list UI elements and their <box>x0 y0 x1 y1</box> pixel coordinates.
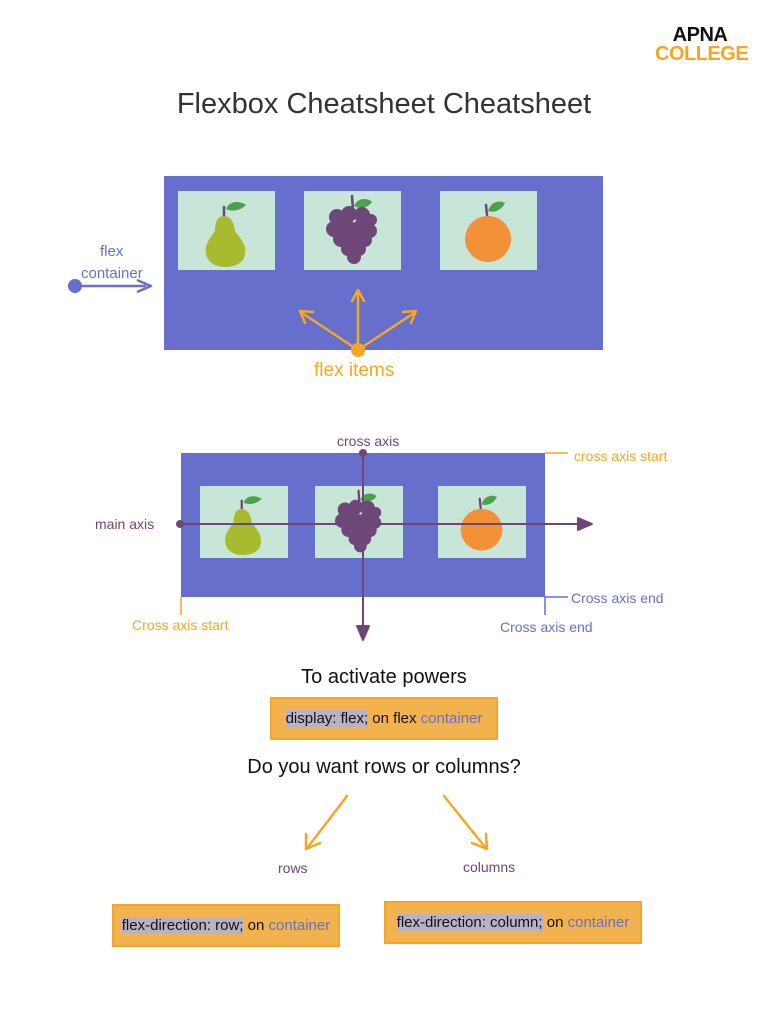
flex-container-arrow <box>68 278 153 294</box>
orange-icon <box>460 495 503 551</box>
flex-direction-column-code-box: flex-direction: column; on container <box>384 901 642 944</box>
columns-label: columns <box>463 859 516 875</box>
column-code-rest: on <box>542 914 568 931</box>
main-axis-label: main axis <box>95 516 155 532</box>
logo-line1: APNA <box>672 24 728 46</box>
row-code-rest: on <box>243 917 269 934</box>
pear-icon <box>205 202 246 267</box>
axis-item-grapes <box>315 486 403 558</box>
diagram2-axes <box>176 449 593 641</box>
cross-axis-end-label-bottom: Cross axis end <box>500 619 593 635</box>
orange-icon <box>465 201 511 262</box>
cross-axis-end-label-right: Cross axis end <box>571 590 664 606</box>
columns-arrow <box>442 794 489 851</box>
flex-items-arrows <box>298 288 418 357</box>
axis-item-orange <box>438 486 526 558</box>
flex-label: flex <box>100 243 124 260</box>
pear-icon <box>225 496 262 556</box>
page-title: Flexbox Cheatsheet Cheatsheet <box>176 88 592 120</box>
cross-axis-start-label-bottom: Cross axis start <box>132 617 229 633</box>
column-code-keyword: container <box>567 914 630 931</box>
display-flex-keyword: container <box>420 710 483 727</box>
grapes-icon <box>326 194 377 264</box>
cross-axis-arrow <box>356 449 370 641</box>
direction-question: Do you want rows or columns? <box>247 756 521 778</box>
flex-items-label: flex items <box>314 360 395 381</box>
rows-label: rows <box>278 860 308 876</box>
direction-arrows <box>304 794 489 851</box>
flex-direction-row-code-box: flex-direction: row; on container <box>112 904 340 947</box>
rows-arrow <box>304 794 349 851</box>
container-label: container <box>81 265 143 282</box>
logo-line2: COLLEGE <box>655 43 749 65</box>
flex-item-pear <box>178 191 275 270</box>
cross-axis-start-label-right: cross axis start <box>574 448 668 464</box>
diagram1-arrows <box>68 278 418 357</box>
flex-item-grapes <box>304 191 401 270</box>
display-flex-highlight: display: flex; <box>285 710 369 727</box>
cross-axis-label: cross axis <box>337 433 400 449</box>
activate-heading: To activate powers <box>301 666 467 688</box>
row-code-highlight: flex-direction: row; <box>121 917 244 934</box>
display-flex-rest: on flex <box>368 710 421 727</box>
apna-college-logo: APNA COLLEGE <box>655 24 749 65</box>
row-code-keyword: container <box>268 917 331 934</box>
display-flex-code-box: display: flex; on flex container <box>270 697 498 740</box>
column-code-highlight: flex-direction: column; <box>396 914 543 931</box>
flex-item-orange <box>440 191 537 270</box>
axis-item-pear <box>200 486 288 558</box>
main-axis-arrow <box>176 517 593 531</box>
cross-axis-guides <box>180 452 568 615</box>
